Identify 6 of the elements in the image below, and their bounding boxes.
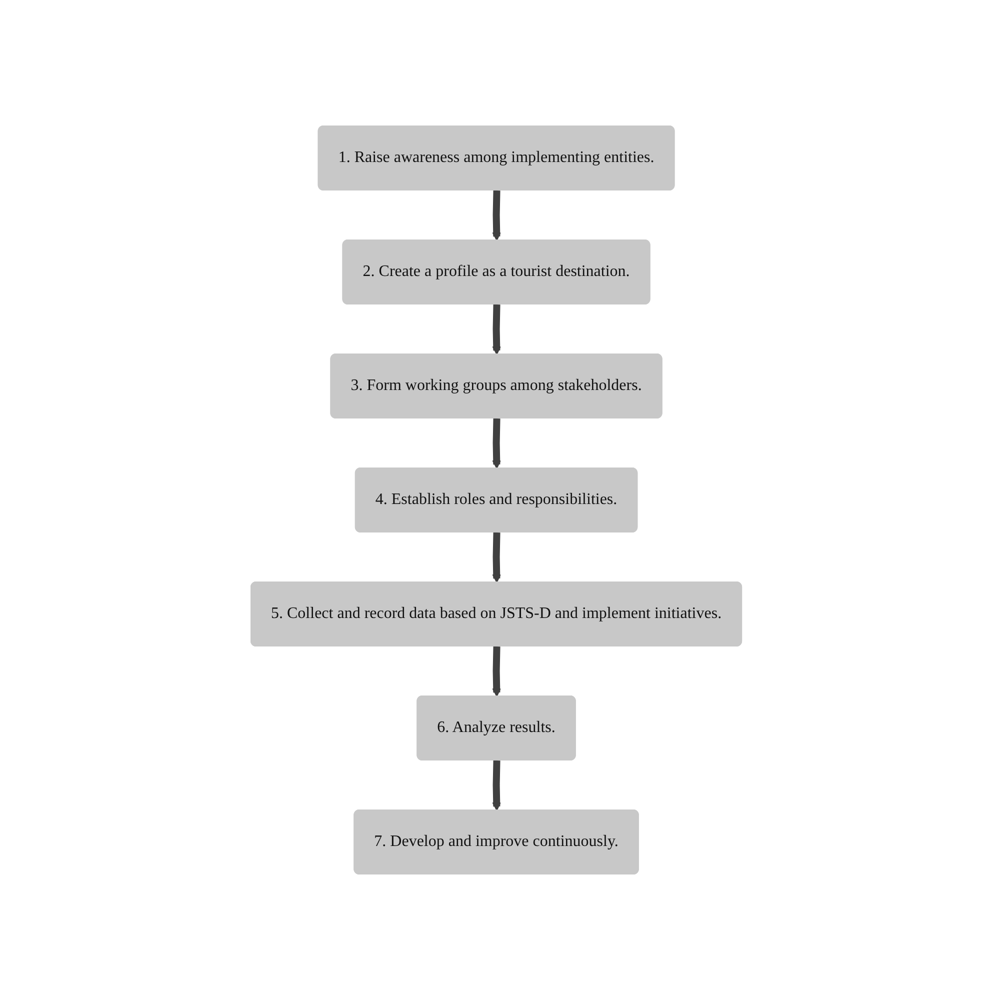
arrow	[492, 532, 501, 582]
arrow	[492, 418, 501, 468]
arrow	[492, 190, 501, 240]
arrow	[492, 646, 501, 696]
arrow	[492, 760, 501, 810]
arrow	[492, 304, 501, 354]
